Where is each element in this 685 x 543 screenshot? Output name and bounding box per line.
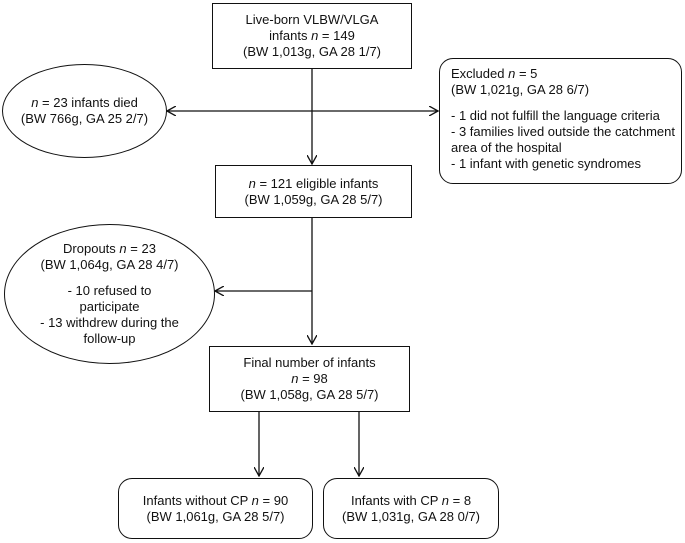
dropouts-item: - 10 refused to [67,283,152,298]
start-line-1: Live-born VLBW/VLGA [245,12,379,27]
box-eligible-infants: n = 121 eligible infants (BW 1,059g, GA … [215,165,412,218]
eligible-line-1: n = 121 eligible infants [248,175,379,191]
with-cp-line-2: (BW 1,031g, GA 28 0/7) [341,508,481,524]
dropouts-line-1: Dropouts n = 23 [63,241,156,256]
excluded-item: - 1 did not fulfill the language criteri… [451,108,660,123]
box-excluded: Excluded n = 5 (BW 1,021g, GA 28 6/7) - … [439,58,682,184]
eligible-line-2: (BW 1,059g, GA 28 5/7) [244,191,383,207]
dropouts-item: - 13 withdrew during the [40,315,179,330]
without-cp-line-2: (BW 1,061g, GA 28 5/7) [146,508,285,524]
dropouts-item: follow-up [83,331,136,346]
excluded-line-1: Excluded n = 5 [451,66,538,81]
excluded-line-2: (BW 1,021g, GA 28 6/7) [451,82,590,97]
died-line-1: n = 23 infants died [31,95,138,110]
box-live-born-infants: Live-born VLBW/VLGA infants n = 149 (BW … [212,3,412,69]
ellipse-infants-died: n = 23 infants died (BW 766g, GA 25 2/7) [2,64,167,158]
box-infants-with-cp: Infants with CP n = 8 (BW 1,031g, GA 28 … [323,478,499,539]
final-line-1: Final number of infants [243,355,376,370]
start-line-3: (BW 1,013g, GA 28 1/7) [242,44,382,59]
excluded-item: - 3 families lived outside the catchment [451,124,675,139]
excluded-item: - 1 infant with genetic syndromes [451,156,642,171]
ellipse-dropouts: Dropouts n = 23 (BW 1,064g, GA 28 4/7) -… [4,224,215,364]
box-infants-without-cp: Infants without CP n = 90 (BW 1,061g, GA… [118,478,313,539]
without-cp-line-1: Infants without CP n = 90 [142,492,289,508]
excluded-item: area of the hospital [451,140,562,155]
dropouts-item: participate [79,299,140,314]
final-line-3: (BW 1,058g, GA 28 5/7) [240,387,379,402]
start-line-2: infants n = 149 [269,28,355,43]
died-line-2: (BW 766g, GA 25 2/7) [20,111,149,126]
dropouts-line-2: (BW 1,064g, GA 28 4/7) [40,257,179,272]
with-cp-line-1: Infants with CP n = 8 [350,492,472,508]
box-final-number: Final number of infants n = 98 (BW 1,058… [209,346,410,412]
final-line-2: n = 98 [291,371,328,386]
